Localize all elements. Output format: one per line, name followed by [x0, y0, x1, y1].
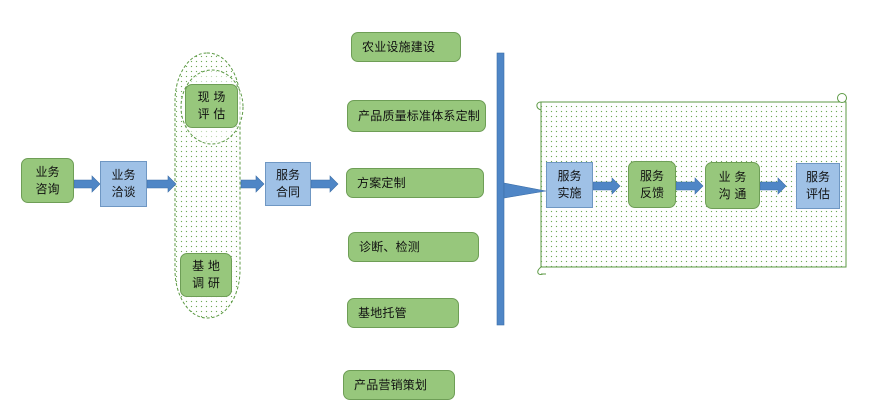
- vertical-connector-bar: [496, 52, 505, 326]
- node-service-feedback: 服务 反馈: [628, 161, 676, 208]
- arrow-right-icon: [240, 175, 265, 193]
- service-item: 产品质量标准体系定制: [347, 100, 486, 132]
- service-item: 诊断、检测: [348, 232, 479, 262]
- arrow-right-icon: [146, 175, 177, 193]
- service-item: 基地托管: [347, 298, 459, 328]
- node-service-implementation: 服务 实施: [546, 162, 593, 208]
- service-item: 方案定制: [346, 168, 484, 198]
- node-site-evaluation: 现 场 评 估: [185, 84, 238, 128]
- arrow-right-icon: [73, 175, 101, 193]
- arrow-right-icon: [592, 177, 621, 195]
- node-business-negotiate: 业务 洽谈: [100, 161, 147, 207]
- arrow-right-icon: [675, 177, 704, 195]
- service-item: 产品营销策划: [343, 370, 455, 400]
- service-item: 农业设施建设: [351, 32, 461, 62]
- node-business-consult: 业务 咨询: [21, 158, 74, 203]
- arrow-right-icon: [310, 175, 339, 193]
- node-service-evaluation: 服务 评估: [796, 163, 840, 209]
- arrow-right-icon: [759, 177, 787, 195]
- node-business-communication: 业 务 沟 通: [705, 162, 760, 209]
- node-service-contract: 服务 合同: [265, 162, 311, 206]
- funnel-arrow: [503, 182, 547, 199]
- node-base-survey: 基 地 调 研: [180, 253, 232, 297]
